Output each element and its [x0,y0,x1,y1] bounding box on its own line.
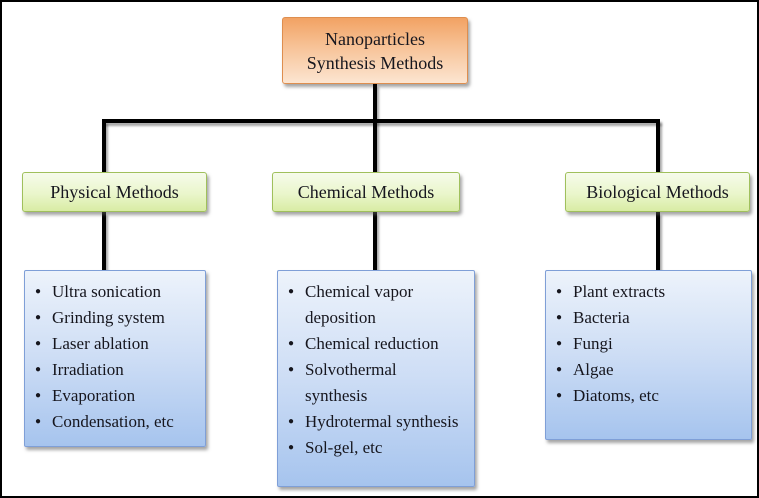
bullet-list-chemical: Chemical vapor depositionChemical reduct… [278,271,474,465]
list-item: Irradiation [35,357,193,383]
list-item: Hydrotermal synthesis [288,409,462,435]
connector-horizontal-bar [102,119,660,123]
branch-list-biological-methods: Plant extractsBacteriaFungiAlgaeDiatoms,… [545,270,752,440]
branch-list-physical-methods: Ultra sonicationGrinding systemLaser abl… [24,270,206,447]
connector-biological-to-list [656,212,660,270]
list-item: Plant extracts [556,279,739,305]
list-item: Grinding system [35,305,193,331]
list-item: Bacteria [556,305,739,331]
connector-physical-to-list [102,212,106,270]
bullet-list-biological: Plant extractsBacteriaFungiAlgaeDiatoms,… [546,271,751,413]
branch-header-label: Biological Methods [586,181,729,202]
branch-header-label: Physical Methods [50,181,179,202]
list-item: Ultra sonication [35,279,193,305]
list-item: Diatoms, etc [556,383,739,409]
connector-chemical-to-list [373,212,377,270]
connector-drop-left [102,121,106,172]
list-item: Evaporation [35,383,193,409]
list-item: Algae [556,357,739,383]
list-item: Condensation, etc [35,409,193,435]
connector-root-vertical [373,84,377,172]
list-item: Chemical reduction [288,331,462,357]
list-item: Chemical vapor deposition [288,279,462,331]
root-node-label: Nanoparticles Synthesis Methods [306,28,444,73]
list-item: Solvothermal synthesis [288,357,462,409]
list-item: Sol-gel, etc [288,435,462,461]
connector-drop-right [656,121,660,172]
bullet-list-physical: Ultra sonicationGrinding systemLaser abl… [25,271,205,439]
branch-header-chemical-methods: Chemical Methods [272,172,460,212]
branch-list-chemical-methods: Chemical vapor depositionChemical reduct… [277,270,475,487]
branch-header-physical-methods: Physical Methods [22,172,207,212]
list-item: Fungi [556,331,739,357]
branch-header-label: Chemical Methods [297,181,435,202]
list-item: Laser ablation [35,331,193,357]
root-node-nanoparticles-synthesis-methods: Nanoparticles Synthesis Methods [282,17,468,84]
branch-header-biological-methods: Biological Methods [565,172,750,212]
